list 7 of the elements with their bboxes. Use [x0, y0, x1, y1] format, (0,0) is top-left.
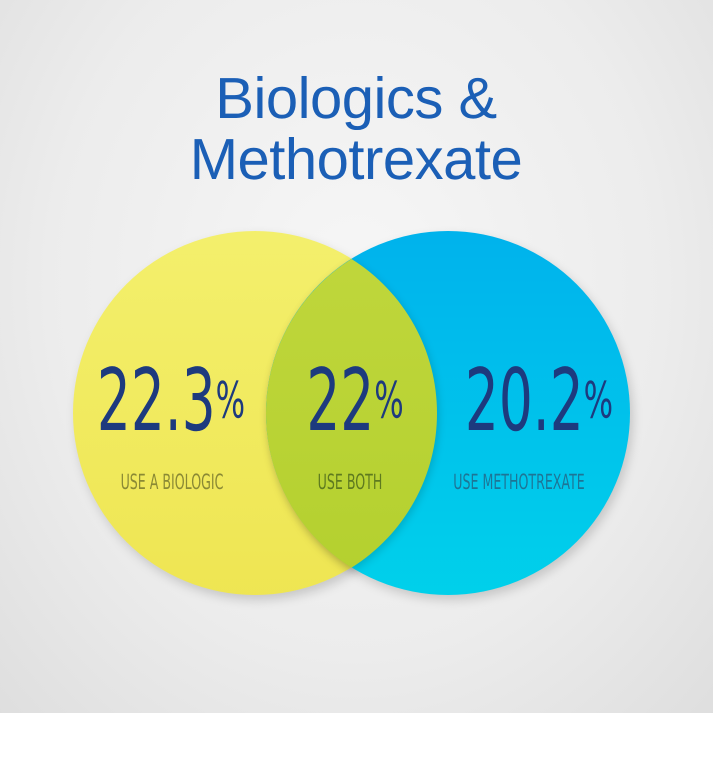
category-label: USE BOTH — [318, 470, 382, 493]
percentage-value: 22.3$^{%}$ — [96, 358, 246, 444]
category-label: USE METHOTREXATE — [453, 471, 585, 493]
title: Biologics & Methotrexate — [188, 68, 524, 190]
category-label: USE A BIOLOGIC — [120, 471, 224, 493]
percentage-value: 20.2$^{%}$ — [464, 358, 614, 444]
percentage-value: 22$^{%}$ — [306, 358, 404, 444]
